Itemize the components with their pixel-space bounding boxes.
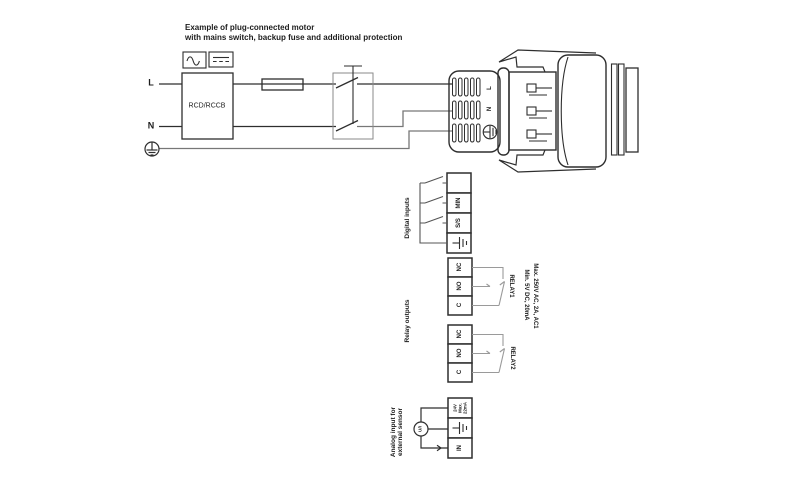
earth-icon — [144, 141, 160, 157]
relay1-terminals — [447, 257, 473, 316]
relay2-label: RELAY2 — [509, 346, 515, 370]
plug-earth-icon — [482, 124, 498, 140]
plug-connector — [448, 49, 639, 173]
ac-symbol-icon — [182, 51, 207, 69]
relay1-contact-icon — [472, 266, 506, 307]
relay1-terminal-nc-label: NC — [457, 262, 463, 272]
relay1-terminal-c-label: C — [457, 302, 463, 308]
digital-input-switches — [419, 175, 447, 244]
neutral-label: N — [147, 120, 155, 131]
plug-rib-slots — [452, 77, 481, 143]
supply-label-line-3: 22mA — [462, 402, 468, 414]
analog-section-label-line-1: Analog input for — [390, 406, 397, 458]
rcd-label: RCD/RCCB — [188, 102, 226, 110]
caption-line-2: with mains switch, backup fuse and addit… — [185, 33, 403, 42]
plug-screw-terminals — [526, 83, 552, 142]
line-label: L — [148, 77, 154, 88]
dc-symbol-icon — [208, 51, 234, 68]
relay2-terminal-c-label: C — [457, 369, 463, 375]
relay1-terminal-no-label: NO — [457, 281, 463, 291]
caption: Example of plug-connected motor with mai… — [185, 23, 402, 43]
terminal-min-label: MIN — [456, 197, 462, 209]
rcd-box — [181, 72, 234, 140]
fuse-icon — [261, 78, 304, 91]
plug-housing — [557, 54, 639, 168]
plug-latch-bottom — [498, 149, 597, 173]
analog-wires — [420, 407, 448, 452]
plug-latch-top — [498, 49, 597, 73]
relay2-terminals — [447, 324, 473, 383]
caption-line-1: Example of plug-connected motor — [185, 23, 315, 32]
analog-input-section-label: Analog input for external sensor — [390, 407, 404, 457]
max-rating-label: Max. 250V AC, 2A, AC1 — [532, 263, 538, 329]
plug-terminal-body — [508, 71, 557, 151]
min-rating-label: Min. 5V DC, 20mA — [523, 269, 529, 321]
digital-ground-icon — [452, 237, 468, 249]
sensor-ui-label: U/I — [417, 426, 423, 432]
earth-wire — [159, 130, 452, 150]
relay1-label: RELAY1 — [508, 274, 514, 298]
analog-ground-icon — [452, 422, 468, 434]
plug-neutral-label: N — [487, 106, 493, 112]
terminal-ss-label: S/S — [456, 218, 462, 228]
plug-line-label: L — [487, 86, 493, 90]
relay2-terminal-no-label: NO — [457, 348, 463, 358]
neutral-step-wire — [357, 110, 452, 128]
mains-switch-icon — [332, 65, 374, 140]
relay2-contact-icon — [472, 333, 506, 374]
terminal-in-label: IN — [457, 445, 463, 451]
relay-outputs-section-label: Relay outputs — [403, 299, 411, 343]
relay2-terminal-nc-label: NC — [457, 329, 463, 339]
analog-section-label-line-2: external sensor — [397, 407, 404, 457]
terminal-24v-label: 24V Max. 22mA — [453, 402, 468, 414]
digital-inputs-section-label: Digital inputs — [403, 197, 411, 239]
